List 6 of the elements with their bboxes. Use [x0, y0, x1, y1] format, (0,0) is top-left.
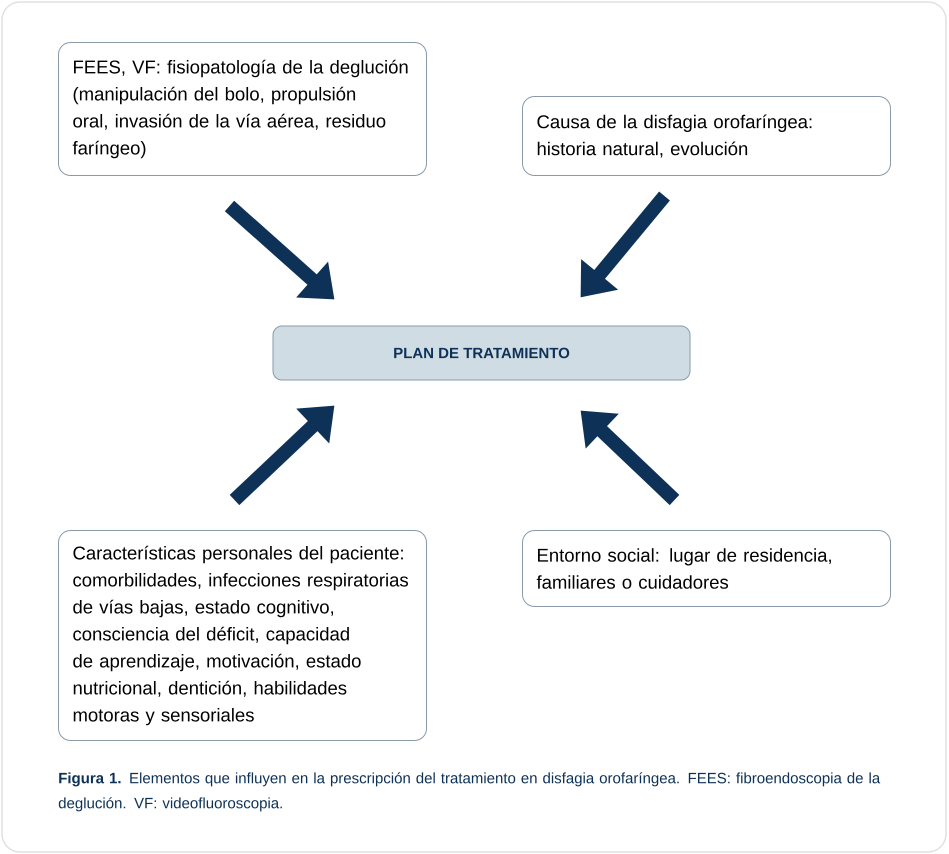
- text-box: Características personales del paciente: comorbilidades, infecciones respiratorias de vías bajas, estado cognitivo, consciencia del déficit, capacidad de aprendizaje, motivación, estado nutricional, dentición, habilidades motoras y sensoriales: [58, 530, 427, 741]
- text-box: FEES, VF: fisiopatología de la deglución (manipulación del bolo, propulsión oral, invasión de la vía aérea, residuo faríngeo): [58, 42, 427, 176]
- text-box: Causa de la disfagia orofaríngea: historia natural, evolución: [522, 96, 892, 176]
- caption: Figura 1. Elementos que influyen en la prescripción del tratamiento en disfagia orofaríngea. FEES: fibroendoscopia de la deglución. VF: videofluoroscopia.: [58, 772, 880, 812]
- plan-box: PLAN DE TRATAMIENTO: [272, 326, 690, 380]
- text-box: Entorno social: lugar de residencia, familiares o cuidadores: [522, 530, 892, 607]
